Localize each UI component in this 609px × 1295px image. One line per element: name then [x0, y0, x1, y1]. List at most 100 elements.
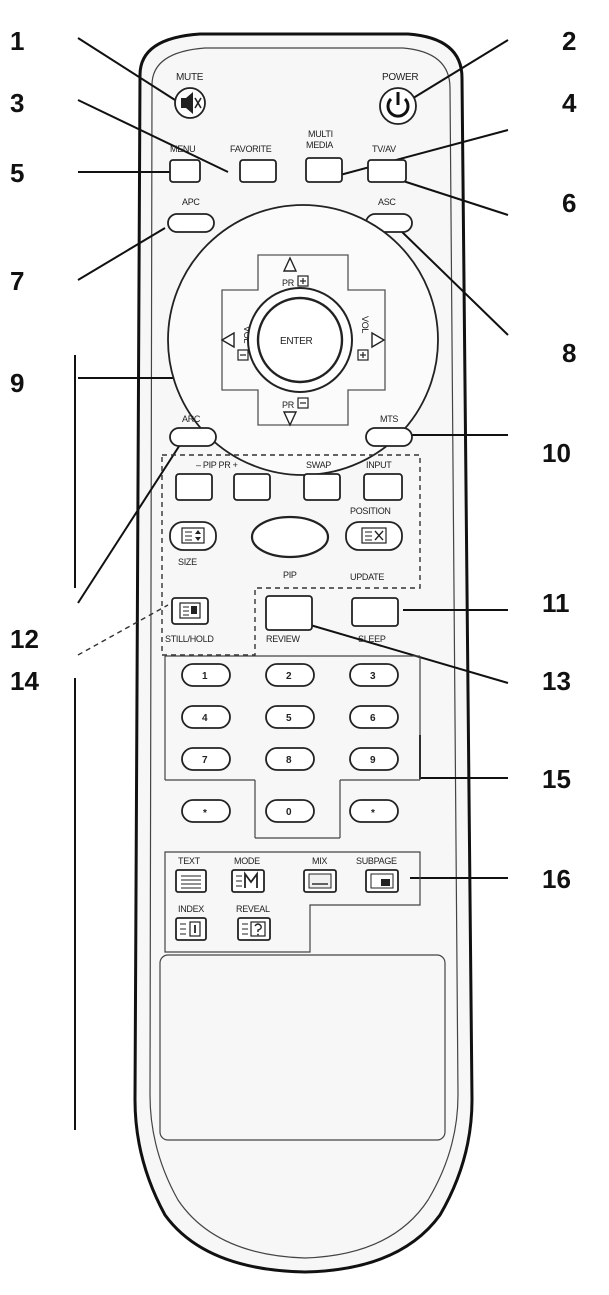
favorite-label: FAVORITE [230, 144, 272, 154]
tv-av-button[interactable]: TV/AV [367, 144, 407, 183]
mix-label: MIX [312, 856, 327, 866]
arc-label: ARC [182, 414, 201, 424]
pr-down-label: PR [282, 400, 295, 410]
mute-button[interactable]: MUTE [174, 72, 206, 119]
arc-button[interactable]: ARC [169, 414, 217, 447]
arrow-right-icon [371, 331, 386, 349]
star-left-label: * [203, 808, 207, 819]
callout-10: 10 [542, 438, 571, 468]
size-icon [181, 527, 205, 544]
menu-button[interactable]: MENU [169, 144, 201, 183]
pip-pr-minus-button[interactable] [175, 473, 213, 501]
update-label: UPDATE [350, 572, 384, 582]
vol-left-label: VOL [242, 326, 252, 343]
index-button[interactable]: INDEX [175, 904, 207, 941]
callout-14: 14 [10, 666, 39, 696]
mts-button[interactable]: MTS [365, 414, 413, 447]
subpage-label: SUBPAGE [356, 856, 397, 866]
apc-button[interactable]: APC [167, 197, 215, 233]
still-hold-button[interactable]: STILL/HOLD [165, 597, 215, 644]
callout-13: 13 [542, 666, 571, 696]
plus-box-icon [357, 349, 369, 361]
callout-15: 15 [542, 764, 571, 794]
favorite-button[interactable]: FAVORITE [230, 144, 277, 183]
arrow-left-icon [220, 331, 235, 349]
num-8-button[interactable]: 8 [265, 747, 315, 771]
review-label: REVIEW [266, 634, 301, 644]
num-8-label: 8 [286, 755, 292, 766]
size-label: SIZE [178, 557, 197, 567]
star-right-button[interactable]: * [349, 799, 399, 823]
input-button[interactable]: INPUT [363, 460, 403, 501]
callout-numbers: 1 2 3 4 5 6 7 8 9 10 11 12 13 14 15 16 [10, 26, 577, 894]
vol-right-label: VOL [360, 316, 370, 333]
subpage-button[interactable]: SUBPAGE [356, 856, 399, 893]
review-button[interactable]: REVIEW [265, 595, 313, 644]
reveal-button[interactable]: REVEAL [236, 904, 271, 941]
num-5-button[interactable]: 5 [265, 705, 315, 729]
pip-pr-label: – PIP PR + [196, 460, 238, 470]
reveal-question-icon [242, 921, 266, 937]
callout-6: 6 [562, 188, 576, 218]
num-6-button[interactable]: 6 [349, 705, 399, 729]
num-3-label: 3 [370, 671, 376, 682]
plus-box-icon [297, 275, 309, 287]
multi-media-label-line2: MEDIA [306, 140, 333, 150]
speaker-muted-icon [181, 92, 202, 114]
num-2-button[interactable]: 2 [265, 663, 315, 687]
multi-media-label-line1: MULTI [308, 129, 333, 139]
callout-9: 9 [10, 368, 24, 398]
subpage-icon [370, 873, 394, 889]
text-button[interactable]: TEXT [175, 856, 207, 893]
sleep-button[interactable]: SLEEP [351, 597, 399, 644]
pip-button[interactable]: PIP [250, 515, 330, 580]
num-1-button[interactable]: 1 [181, 663, 231, 687]
num-0-label: 0 [286, 807, 292, 818]
callout-5: 5 [10, 158, 24, 188]
vol-up-button[interactable]: VOL [357, 316, 386, 361]
callout-7: 7 [10, 266, 24, 296]
mode-button[interactable]: MODE [231, 856, 265, 893]
pr-up-button[interactable]: PR [282, 256, 309, 288]
minus-box-icon [297, 397, 309, 409]
callout-8: 8 [562, 338, 576, 368]
callout-11: 11 [542, 588, 570, 618]
power-button[interactable]: POWER [379, 72, 419, 125]
num-7-label: 7 [202, 755, 208, 766]
power-label: POWER [382, 72, 418, 83]
callout-3: 3 [10, 88, 24, 118]
arrow-up-icon [282, 256, 298, 272]
num-3-button[interactable]: 3 [349, 663, 399, 687]
star-left-button[interactable]: * [181, 799, 231, 823]
callout-2: 2 [562, 26, 576, 56]
num-5-label: 5 [286, 713, 292, 724]
mts-label: MTS [380, 414, 398, 424]
pip-pr-plus-button[interactable] [233, 473, 271, 501]
enter-button[interactable]: ENTER [247, 287, 353, 393]
mute-label: MUTE [176, 72, 204, 83]
num-0-button[interactable]: 0 [265, 799, 315, 823]
callout-12: 12 [10, 624, 39, 654]
mix-button[interactable]: MIX [303, 856, 337, 893]
multi-media-button[interactable]: MULTI MEDIA [305, 129, 343, 183]
tv-av-label: TV/AV [372, 144, 396, 154]
asc-label: ASC [378, 197, 396, 207]
pr-down-button[interactable]: PR [282, 397, 309, 427]
num-7-button[interactable]: 7 [181, 747, 231, 771]
sleep-label: SLEEP [358, 634, 386, 644]
mix-icon [308, 873, 332, 889]
size-button[interactable]: SIZE [169, 521, 217, 567]
num-2-label: 2 [286, 671, 292, 682]
position-icon [361, 527, 387, 544]
mode-m-icon [236, 871, 258, 888]
num-9-button[interactable]: 9 [349, 747, 399, 771]
index-icon [180, 921, 201, 937]
num-4-button[interactable]: 4 [181, 705, 231, 729]
mode-label: MODE [234, 856, 260, 866]
position-button[interactable]: POSITION UPDATE [345, 506, 403, 582]
swap-label: SWAP [306, 460, 331, 470]
swap-button[interactable]: SWAP [303, 460, 341, 501]
minus-box-icon [237, 349, 249, 361]
vol-down-button[interactable]: VOL [220, 326, 252, 361]
